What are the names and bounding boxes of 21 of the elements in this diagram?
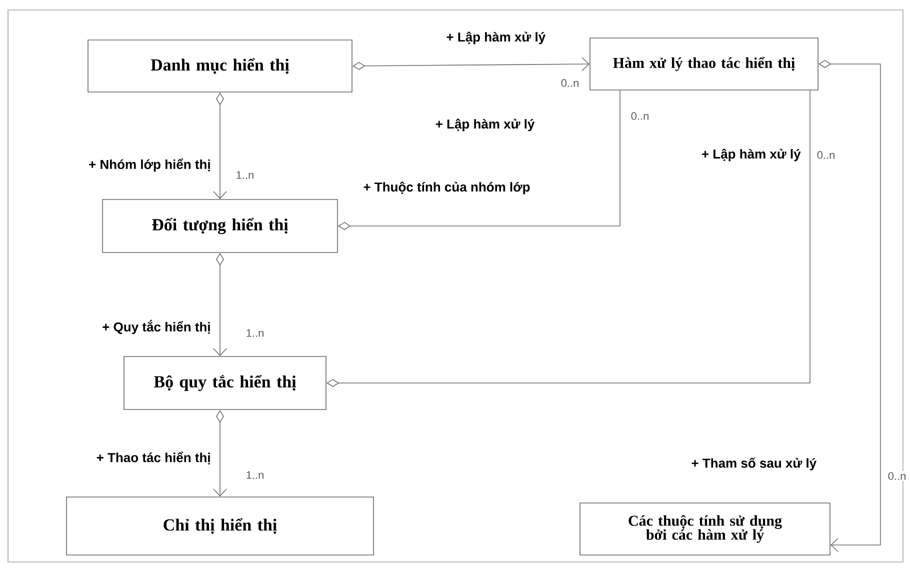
- edge-label: + Quy tắc hiển thị: [101, 318, 212, 336]
- class-box: Chỉ thị hiển thị: [66, 496, 374, 556]
- multiplicity-label: + Lập hàm xử lý: [434, 118, 536, 132]
- edge-label: + Lập hàm xử lý: [445, 30, 547, 46]
- class-box: Danh mục hiển thị: [88, 40, 352, 92]
- edge-label: + Nhóm lớp hiển thị: [88, 157, 212, 173]
- multiplicity-label: 1..n: [244, 328, 266, 338]
- edge-label: + Thao tác hiển thị: [95, 450, 212, 466]
- multiplicity-label: 1..n: [244, 470, 266, 480]
- multiplicity-label: 1..n: [234, 170, 256, 180]
- class-box: Các thuộc tính sử dụng bởi các hàm xử lý: [580, 502, 830, 556]
- edge-label: + Thuộc tính của nhóm lớp: [362, 180, 532, 196]
- class-box: Bộ quy tắc hiển thị: [124, 356, 326, 410]
- multiplicity-label: 0..n: [886, 471, 908, 481]
- class-box: Hàm xử lý thao tác hiển thị: [590, 38, 818, 90]
- multiplicity-label: 0..n: [560, 78, 580, 88]
- multiplicity-label: 0..n: [630, 111, 650, 121]
- edge-label: + Lập hàm xử lý: [700, 148, 802, 162]
- class-box: Đối tượng hiển thị: [102, 199, 338, 253]
- edge-label: + Tham số sau xử lý: [690, 456, 818, 472]
- multiplicity-label: 0..n: [816, 150, 836, 160]
